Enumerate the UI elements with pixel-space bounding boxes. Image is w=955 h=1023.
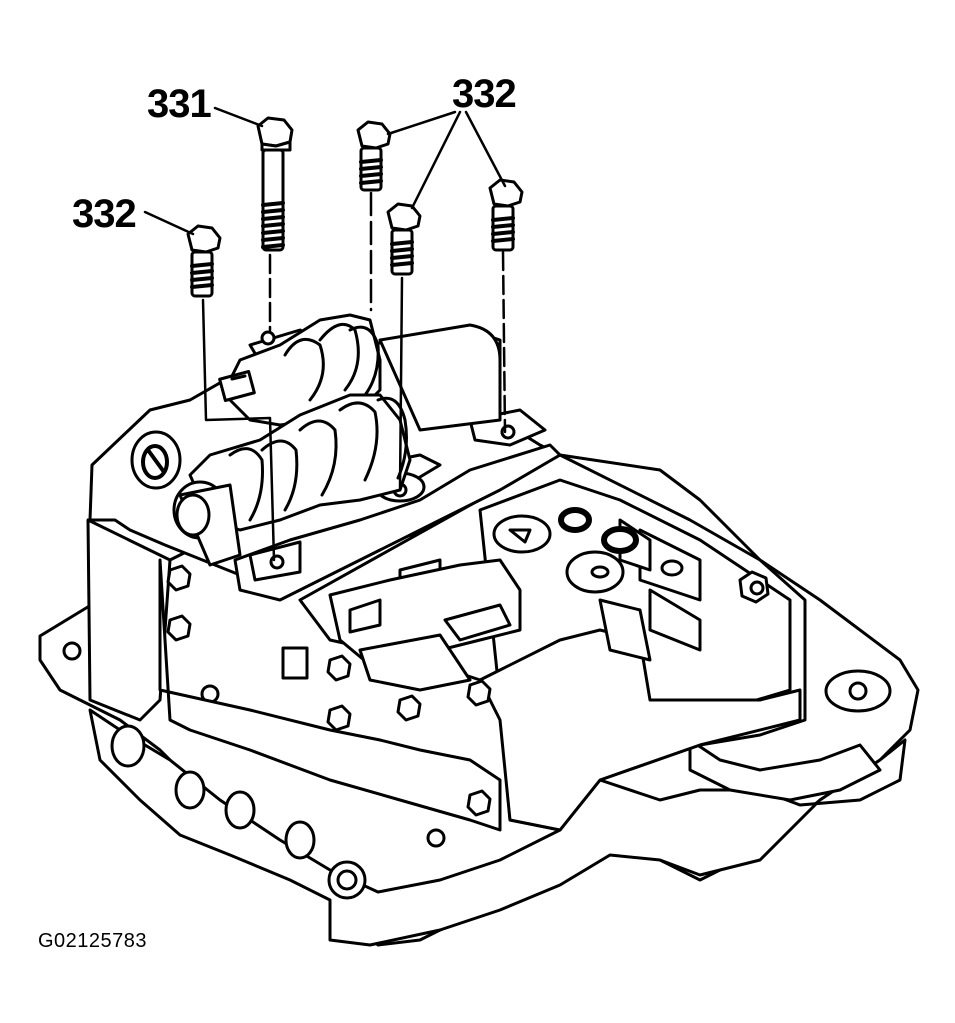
bolt-332-a xyxy=(356,120,392,192)
seals xyxy=(400,507,684,658)
callout-332-top: 332 xyxy=(452,72,517,116)
bolt-331 xyxy=(256,116,294,252)
bolt-332-b xyxy=(386,202,422,276)
body-bolts xyxy=(166,564,770,817)
callout-332-left: 332 xyxy=(72,192,137,236)
installation-lines xyxy=(201,191,507,562)
figure-id: G02125783 xyxy=(38,930,148,952)
lower-casting xyxy=(88,708,907,947)
bolt-332-d xyxy=(186,224,222,298)
solenoid-coils xyxy=(130,313,502,567)
bolt-332-c xyxy=(488,178,524,252)
front-valves xyxy=(328,558,522,692)
leader-lines xyxy=(143,106,507,236)
callout-331: 331 xyxy=(147,82,212,126)
